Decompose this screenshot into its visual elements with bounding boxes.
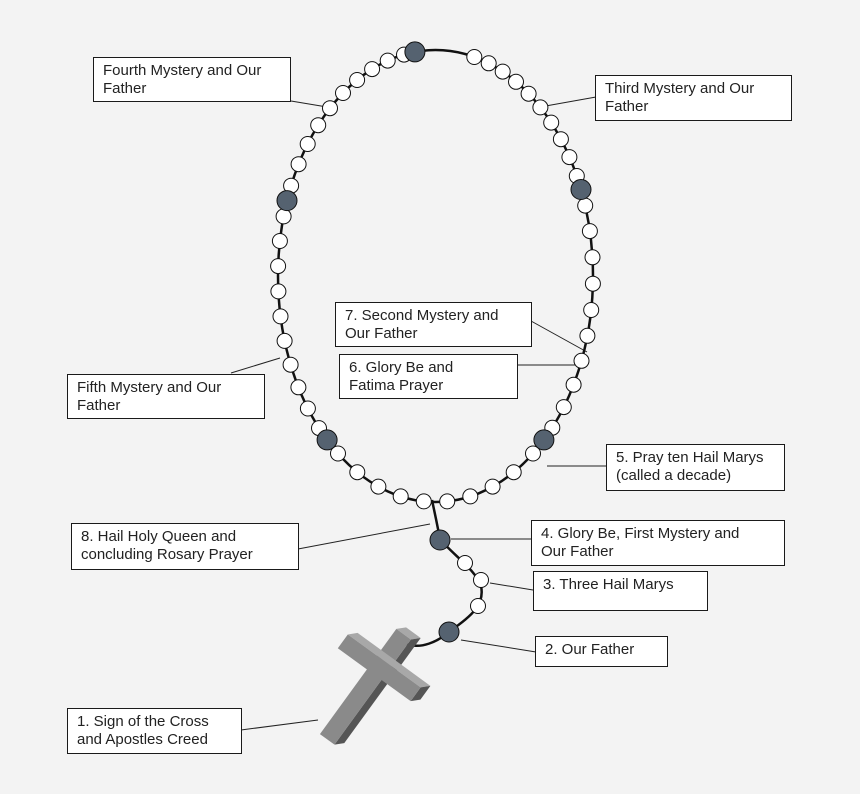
leader-line-step7 bbox=[530, 320, 588, 353]
small-bead bbox=[349, 72, 366, 88]
leader-line-fifth bbox=[230, 357, 281, 374]
leader-lines bbox=[230, 96, 606, 731]
large-bead bbox=[276, 190, 298, 212]
small-bead bbox=[392, 488, 409, 505]
small-bead bbox=[270, 283, 287, 300]
small-bead bbox=[379, 52, 396, 69]
small-bead bbox=[555, 399, 572, 416]
small-bead bbox=[299, 400, 316, 417]
small-bead bbox=[270, 258, 287, 275]
label-fourth-mystery: Fourth Mystery and Our Father bbox=[93, 57, 291, 102]
label-step3: 3. Three Hail Marys bbox=[533, 571, 708, 611]
small-bead bbox=[335, 85, 351, 101]
small-bead bbox=[439, 493, 456, 510]
small-bead bbox=[494, 63, 511, 80]
leader-line-third bbox=[539, 96, 597, 108]
label-step1: 1. Sign of the Cross and Apostles Creed bbox=[67, 708, 242, 754]
small-bead bbox=[282, 356, 299, 373]
small-bead bbox=[349, 464, 366, 481]
large-bead bbox=[533, 429, 555, 451]
label-step7: 7. Second Mystery and Our Father bbox=[335, 302, 532, 347]
small-bead bbox=[290, 156, 307, 173]
small-bead bbox=[520, 85, 537, 102]
small-bead bbox=[271, 233, 288, 249]
pendant-chain bbox=[401, 499, 483, 648]
large-bead bbox=[570, 179, 592, 200]
small-bead bbox=[310, 117, 327, 134]
crucifix bbox=[319, 627, 431, 745]
small-bead bbox=[561, 149, 578, 166]
small-bead bbox=[466, 49, 483, 65]
leader-line-step8 bbox=[297, 523, 431, 550]
small-bead-pendant bbox=[457, 555, 473, 571]
small-bead bbox=[272, 308, 289, 325]
small-bead bbox=[290, 379, 307, 396]
small-bead bbox=[579, 327, 596, 344]
label-step8: 8. Hail Holy Queen and concluding Rosary… bbox=[71, 523, 299, 570]
leader-line-step2 bbox=[460, 639, 537, 653]
large-bead bbox=[404, 41, 426, 63]
small-bead bbox=[505, 464, 522, 481]
small-bead bbox=[543, 114, 560, 131]
small-bead bbox=[322, 100, 338, 117]
small-bead bbox=[552, 131, 569, 148]
small-bead bbox=[583, 302, 600, 318]
small-bead bbox=[299, 136, 316, 152]
large-bead-first-mystery bbox=[429, 529, 451, 551]
leader-line-fourth bbox=[290, 100, 328, 108]
label-fifth-mystery: Fifth Mystery and Our Father bbox=[67, 374, 265, 419]
small-bead-pendant bbox=[470, 598, 486, 614]
label-step2: 2. Our Father bbox=[535, 636, 668, 667]
small-bead bbox=[415, 493, 432, 510]
small-bead bbox=[584, 275, 601, 292]
small-bead bbox=[480, 55, 497, 72]
small-bead bbox=[364, 61, 381, 78]
leader-line-step3 bbox=[489, 582, 534, 591]
small-bead bbox=[525, 445, 541, 462]
crucifix-horizontal-beam bbox=[337, 632, 431, 702]
small-bead bbox=[581, 223, 598, 240]
label-step6: 6. Glory Be and Fatima Prayer bbox=[339, 354, 518, 399]
small-bead bbox=[532, 99, 549, 116]
small-bead bbox=[276, 332, 293, 349]
small-bead bbox=[584, 249, 601, 266]
label-third-mystery: Third Mystery and Our Father bbox=[595, 75, 792, 121]
small-bead-pendant bbox=[473, 572, 489, 588]
small-bead bbox=[275, 208, 292, 225]
large-bead-our-father bbox=[438, 621, 460, 643]
beads bbox=[270, 41, 601, 643]
label-step5: 5. Pray ten Hail Marys (called a decade) bbox=[606, 444, 785, 491]
small-bead bbox=[330, 445, 346, 462]
small-bead bbox=[577, 197, 594, 214]
large-bead bbox=[316, 429, 338, 451]
small-bead bbox=[370, 478, 387, 495]
small-bead bbox=[573, 352, 590, 369]
small-bead bbox=[462, 488, 479, 505]
small-bead bbox=[484, 478, 501, 495]
label-step4: 4. Glory Be, First Mystery and Our Fathe… bbox=[531, 520, 785, 566]
leader-line-step1 bbox=[240, 719, 319, 731]
small-bead bbox=[508, 73, 524, 90]
small-bead bbox=[565, 376, 582, 393]
